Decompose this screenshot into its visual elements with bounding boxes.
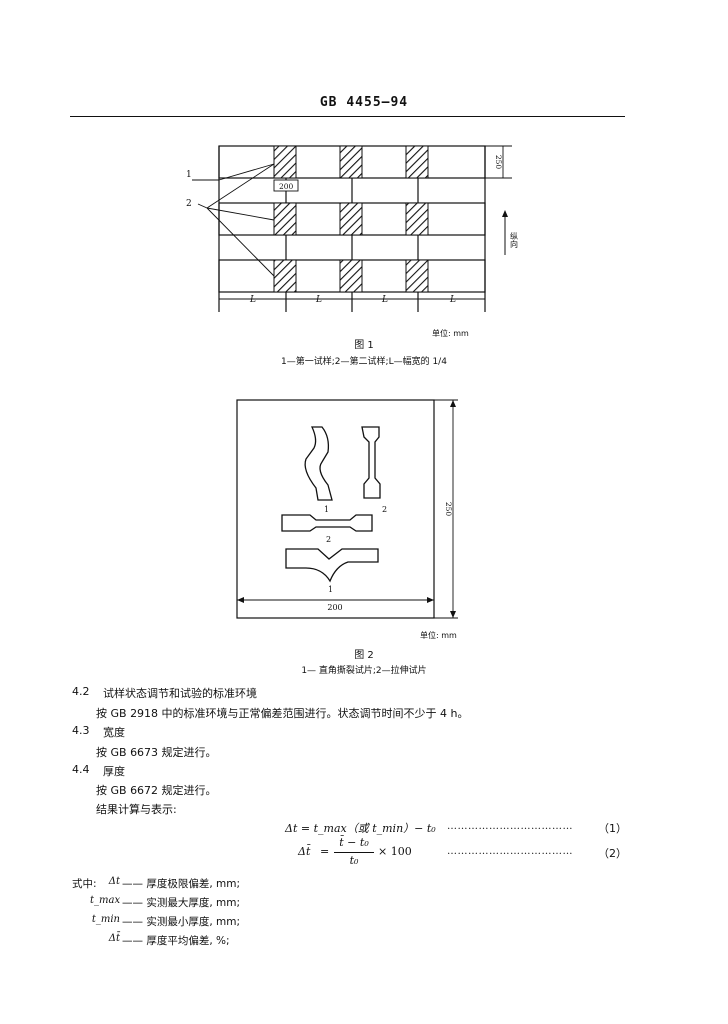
def-text-3: —— 实测最小厚度, mm; [122,916,241,928]
standard-code: GB 4455—94 [319,95,409,110]
specimen-label-2b: 2 [326,535,331,544]
eq2-tail: × 100 [378,845,412,858]
section-4-4-number: 4.4 [72,763,90,776]
eq2-equals: = [320,845,330,858]
l-label-2: L [315,295,322,305]
callout-2-label: 2 [186,199,192,209]
tear-specimen-vertical [304,426,333,501]
width-dim-label: 200 [327,603,342,612]
section-4-3-number: 4.3 [72,724,90,737]
figure-2-sheet [236,399,435,619]
figure-1-caption: 图 1 [354,340,374,351]
header-rule [70,116,625,117]
direction-label: 纵向 [510,232,519,248]
dim-200-label: 200 [279,182,294,191]
callout-leaders [192,163,275,277]
section-4-3-text: 按 GB 6673 规定进行。 [96,746,217,759]
figure-1-unit: 单位: mm [432,329,469,338]
section-4-4-text: 按 GB 6672 规定进行。 [96,784,217,797]
l-label-1: L [249,295,256,305]
specimen-r2c1 [273,202,297,236]
results-intro: 结果计算与表示: [96,803,177,816]
tear-specimen-horizontal [285,548,379,583]
equation-1-number: （1） [598,822,627,835]
specimen-r2c3 [405,202,429,236]
def-symbol-2: t_max [90,895,121,906]
def-symbol-4: Δt̄ [108,933,120,944]
specimen-r1c1 [273,145,297,179]
eq1-rhs: = t_max（或 t_min）− t₀ [300,822,436,835]
figure-1-legend: 1—第一试样;2—第二试样;L—幅宽的 1/4 [281,357,447,367]
figure-2-legend: 1— 直角撕裂试片;2—拉伸试片 [301,666,427,676]
eq2-denominator: t₀ [349,854,359,867]
section-4-2-title: 试样状态调节和试验的标准环境 [103,687,257,700]
tensile-specimen-vertical [361,426,381,499]
equation-2-number: （2） [598,847,627,860]
equation-1: Δt = t_max（或 t_min）− t₀ [285,820,436,836]
where-label: 式中: [72,878,97,890]
callout-1-label: 1 [186,170,192,180]
specimen-label-2a: 2 [382,505,387,514]
l-label-3: L [381,295,388,305]
specimen-label-1a: 1 [324,505,329,514]
def-symbol-3: t_min [91,914,120,925]
hatched-specimens [273,145,429,293]
specimen-r3c3 [405,259,429,293]
specimen-r3c1 [273,259,297,293]
tensile-specimen-horizontal [281,514,373,532]
l-label-4: L [449,295,456,305]
def-text-1: —— 厚度极限偏差, mm; [122,878,241,890]
section-4-4-title: 厚度 [103,765,125,778]
eq2-fraction-bar [334,852,374,853]
figure-2-unit: 单位: mm [420,631,457,640]
eq1-lhs: Δt [285,822,298,835]
def-symbol-1: Δt [108,876,120,887]
dim-250-label: 250 [494,155,503,170]
def-text-2: —— 实测最大厚度, mm; [122,897,241,909]
specimen-r2c2 [339,202,363,236]
section-4-2-text: 按 GB 2918 中的标准环境与正常偏差范围进行。状态调节时间不少于 4 h。 [96,707,469,720]
equation-2-leader: ……………………………… [447,846,573,857]
specimen-r1c3 [405,145,429,179]
specimen-label-1b: 1 [328,585,333,594]
def-text-4: —— 厚度平均偏差, %; [122,935,230,947]
eq2-numerator: t̄ − t₀ [339,836,369,849]
figure-2-specimens [281,426,381,583]
specimen-r1c2 [339,145,363,179]
figure-2-caption: 图 2 [354,650,374,661]
height-dim-label: 250 [444,502,453,517]
equation-1-leader: ……………………………… [447,821,573,832]
eq2-lhs: Δt̄ [298,845,311,858]
specimen-r3c2 [339,259,363,293]
dim-200-box [273,179,299,192]
section-4-2-number: 4.2 [72,685,90,698]
section-4-3-title: 宽度 [103,726,125,739]
